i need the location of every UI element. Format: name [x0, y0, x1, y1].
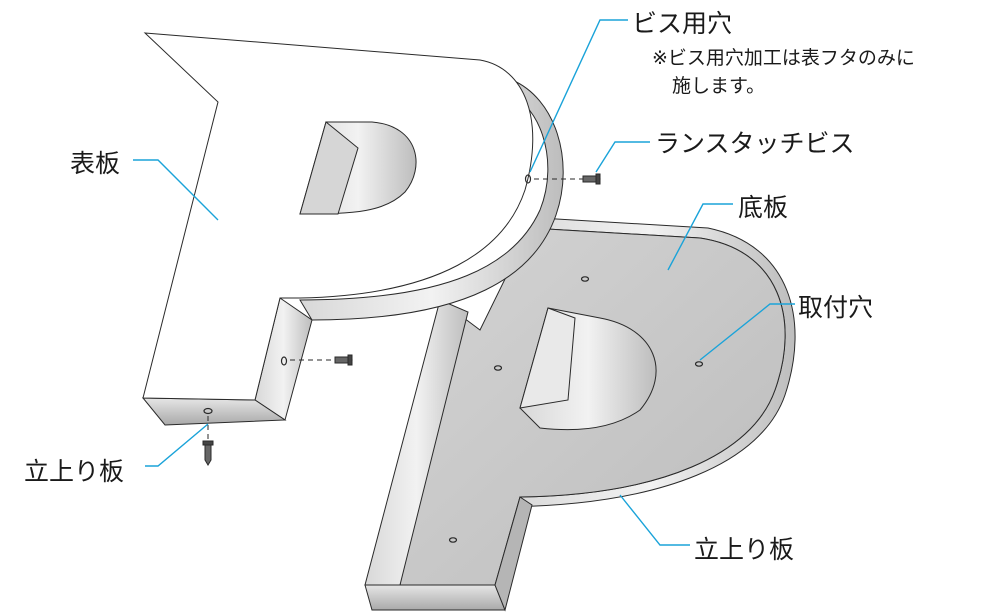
screw-icon	[334, 354, 353, 366]
screw-hole-icon	[203, 407, 213, 415]
label-side-wall-left: 立上り板	[24, 457, 125, 486]
face-plate	[142, 32, 534, 401]
mounting-hole-icon	[694, 361, 704, 367]
mounting-hole-icon	[493, 365, 503, 371]
label-bottom-plate: 底板	[738, 193, 789, 222]
screws	[202, 173, 601, 466]
side-wall-foot-right	[494, 496, 533, 612]
leader-screw-hole	[529, 19, 628, 173]
leader-bottom-plate	[667, 203, 733, 271]
screw-hole-icon	[280, 356, 288, 366]
front-letter-p	[141, 32, 564, 426]
label-screw-hole-note-line2: 施します。	[672, 75, 766, 97]
leader-side-wall-left	[145, 423, 209, 467]
side-wall-foot	[364, 584, 506, 611]
leader-side-wall-right	[619, 494, 690, 546]
screw-icon	[582, 173, 601, 185]
mounting-hole-icon	[448, 537, 458, 543]
leader-face-plate	[133, 159, 219, 221]
face-counter-inner	[299, 121, 359, 215]
screw-icon	[202, 440, 214, 466]
label-face-plate: 表板	[70, 149, 121, 178]
label-mounting-hole: 取付穴	[798, 293, 874, 322]
label-side-wall-right: 立上り板	[694, 535, 795, 564]
leader-mounting-hole	[699, 303, 795, 361]
back-counter-inner	[519, 307, 576, 409]
label-tapping-screw: ランスタッチビス	[655, 129, 855, 158]
label-screw-hole-note-line1: ※ビス用穴加工は表フタのみに	[652, 47, 915, 69]
screw-hole-icon	[524, 174, 532, 184]
back-letter-p	[364, 217, 796, 612]
label-screw-hole: ビス用穴	[632, 9, 733, 38]
leader-tapping-screw	[595, 141, 650, 173]
leader-lines	[133, 19, 795, 546]
mounting-hole-icon	[580, 276, 590, 282]
